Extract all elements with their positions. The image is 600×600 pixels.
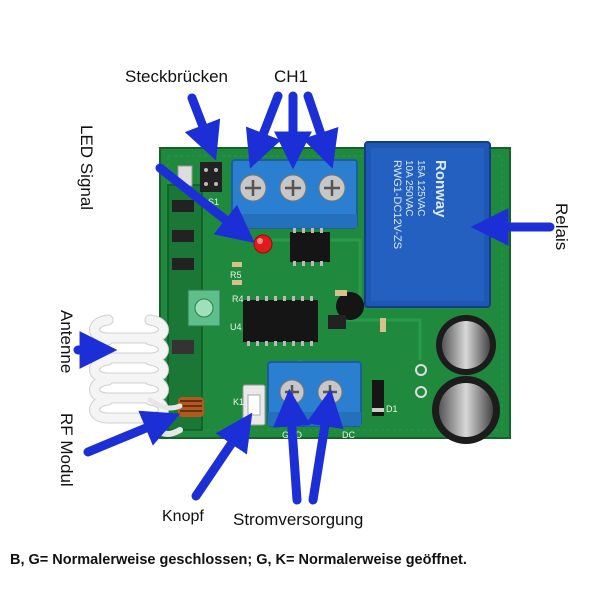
silk-u4: U4 xyxy=(230,322,242,332)
relay: Ronway RWG1-DC12V-ZS 15A 125VAC 10A 250V… xyxy=(364,141,491,308)
arrow-rf-modul xyxy=(83,410,181,457)
callout-arrows xyxy=(73,91,555,505)
label-relais: Relais xyxy=(552,203,571,251)
capacitors xyxy=(415,315,500,444)
relay-model: RWG1-DC12V-ZS xyxy=(391,160,403,249)
label-rf-modul: RF Modul xyxy=(57,413,76,487)
smd-parts xyxy=(232,262,386,332)
silk-r5: R5 xyxy=(230,270,242,280)
relay-rating-1: 10A 250VAC xyxy=(403,160,414,217)
relay-rating-2: 15A 125VAC xyxy=(415,160,426,217)
silk-s1: S1 xyxy=(208,197,219,207)
arrow-steckbruecken xyxy=(184,93,221,161)
relay-brand: Ronway xyxy=(432,160,449,218)
label-steckbruecken: Steckbrücken xyxy=(125,67,228,86)
caption: B, G= Normalerweise geschlossen; G, K= N… xyxy=(10,552,467,568)
arrow-led xyxy=(155,163,255,244)
label-knopf: Knopf xyxy=(162,508,204,525)
arrow-ch1-left xyxy=(245,91,283,169)
trimmer xyxy=(187,289,221,327)
silk-d1: D1 xyxy=(386,404,398,414)
led-signal xyxy=(253,234,273,254)
arrow-strom-right xyxy=(306,388,344,505)
arrow-knopf xyxy=(191,412,253,501)
power-terminal xyxy=(267,361,362,427)
label-stromversorgung: Stromversorgung xyxy=(233,510,364,529)
silk-dc: DC xyxy=(342,430,355,440)
label-led-signal: LED Signal xyxy=(77,125,96,211)
antenna-coil xyxy=(178,397,204,417)
arrow-strom-left xyxy=(272,388,311,505)
ic-chips xyxy=(243,228,365,346)
silk-k1: K1 xyxy=(233,397,244,407)
label-ch1: CH1 xyxy=(274,67,309,86)
label-antenne: Antenne xyxy=(57,310,76,374)
ch1-terminal xyxy=(231,159,358,229)
silk-r4: R4 xyxy=(232,294,244,304)
arrow-ch1-right xyxy=(302,91,339,169)
diode xyxy=(372,380,384,416)
